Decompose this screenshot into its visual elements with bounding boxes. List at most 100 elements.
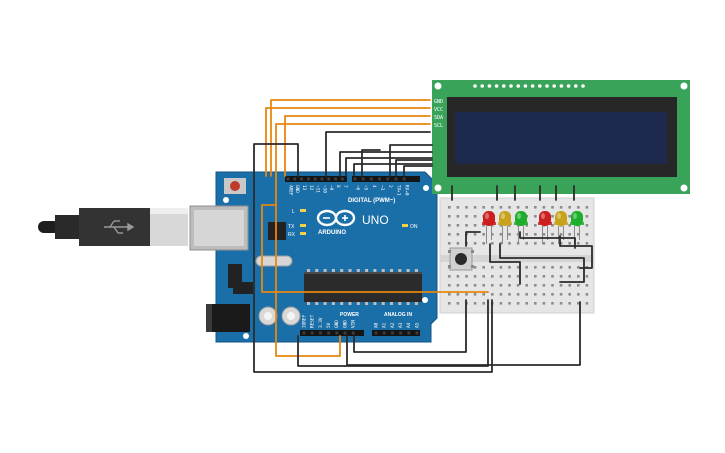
breadboard-hole[interactable] [577,242,580,245]
breadboard-hole[interactable] [585,284,589,287]
breadboard-hole[interactable] [508,284,511,287]
wire-led-gnd-d[interactable] [489,243,521,285]
breadboard-hole[interactable] [585,275,589,278]
wire-a0[interactable] [353,299,467,353]
breadboard-hole[interactable] [448,302,451,305]
breadboard-hole[interactable] [482,293,485,296]
breadboard-hole[interactable] [499,233,503,236]
breadboard-hole[interactable] [525,233,528,236]
breadboard-hole[interactable] [551,275,554,278]
wire-gnd-top[interactable] [253,143,493,373]
power-pin-hole[interactable] [310,331,314,335]
breadboard-hole[interactable] [473,284,477,287]
digital-pin-hole[interactable] [293,177,297,181]
breadboard-hole[interactable] [448,284,451,287]
breadboard-hole[interactable] [551,302,554,305]
power-pin-hole[interactable] [343,331,347,335]
breadboard-hole[interactable] [499,266,503,269]
breadboard-hole[interactable] [542,233,546,236]
led-5[interactable] [554,211,568,244]
digital-pin-hole[interactable] [402,177,406,181]
breadboard-hole[interactable] [508,266,511,269]
breadboard-hole[interactable] [465,293,468,296]
breadboard-hole[interactable] [525,224,528,227]
breadboard-hole[interactable] [516,302,520,305]
wire-d8[interactable] [339,151,433,177]
breadboard-hole[interactable] [568,224,571,227]
breadboard-hole[interactable] [559,242,563,245]
breadboard-hole[interactable] [551,293,554,296]
digital-pin-hole[interactable] [313,177,317,181]
digital-header-right[interactable] [352,176,420,182]
breadboard-hole[interactable] [508,293,511,296]
analog-pin-hole[interactable] [415,331,419,335]
breadboard-hole[interactable] [508,206,511,209]
wire-gnd-rail[interactable] [346,301,581,366]
breadboard-hole[interactable] [585,293,589,296]
wire-sda[interactable] [270,99,431,177]
breadboard-hole[interactable] [456,215,460,218]
digital-pin-hole[interactable] [378,177,381,181]
breadboard-hole[interactable] [559,275,563,278]
wire-d4[interactable] [389,144,433,177]
power-pin-hole[interactable] [335,331,339,335]
breadboard-hole[interactable] [577,206,580,209]
digital-pin-hole[interactable] [320,177,324,181]
breadboard-hole[interactable] [473,266,477,269]
breadboard-hole[interactable] [534,224,537,227]
analog-header[interactable] [372,330,420,336]
analog-pin-hole[interactable] [399,331,402,335]
breadboard-hole[interactable] [577,284,580,287]
breadboard-hole[interactable] [551,242,554,245]
breadboard-hole[interactable] [525,242,528,245]
breadboard-hole[interactable] [456,293,460,296]
breadboard-hole[interactable] [559,302,563,305]
digital-pin-hole[interactable] [334,177,337,181]
breadboard-hole[interactable] [473,302,477,305]
breadboard-hole[interactable] [585,215,589,218]
breadboard-hole[interactable] [559,284,563,287]
breadboard-hole[interactable] [568,275,571,278]
breadboard-hole[interactable] [456,275,460,278]
breadboard-hole[interactable] [559,206,563,209]
wire-d7[interactable] [345,157,433,177]
breadboard-hole[interactable] [551,233,554,236]
digital-pin-hole[interactable] [361,177,365,181]
breadboard-hole[interactable] [499,242,503,245]
breadboard-hole[interactable] [559,266,563,269]
breadboard-hole[interactable] [525,206,528,209]
breadboard-hole[interactable] [534,215,537,218]
breadboard-hole[interactable] [448,242,451,245]
breadboard-hole[interactable] [482,224,485,227]
breadboard-hole[interactable] [516,275,520,278]
digital-pin-hole[interactable] [386,177,390,181]
breadboard-hole[interactable] [499,293,503,296]
breadboard-hole[interactable] [542,266,546,269]
breadboard-hole[interactable] [542,284,546,287]
breadboard-hole[interactable] [585,206,589,209]
breadboard-hole[interactable] [577,293,580,296]
breadboard-hole[interactable] [568,302,571,305]
breadboard-hole[interactable] [551,224,554,227]
breadboard-hole[interactable] [491,266,494,269]
usb-cable[interactable] [38,208,188,246]
breadboard-hole[interactable] [568,266,571,269]
breadboard-hole[interactable] [542,206,546,209]
wire-led-gnd-a[interactable] [519,231,576,249]
breadboard-hole[interactable] [585,233,589,236]
analog-pin-hole[interactable] [407,331,411,335]
breadboard-hole[interactable] [534,275,537,278]
breadboard-hole[interactable] [491,284,494,287]
breadboard-hole[interactable] [551,284,554,287]
breadboard-hole[interactable] [577,275,580,278]
reset-button[interactable] [224,178,246,194]
digital-pin-hole[interactable] [370,177,373,181]
breadboard-hole[interactable] [482,302,485,305]
breadboard-hole[interactable] [491,293,494,296]
breadboard-hole[interactable] [448,224,451,227]
breadboard-hole[interactable] [473,215,477,218]
breadboard-hole[interactable] [491,233,494,236]
breadboard-hole[interactable] [516,206,520,209]
breadboard-hole[interactable] [568,293,571,296]
wire-gnd-lcd[interactable] [325,131,431,177]
